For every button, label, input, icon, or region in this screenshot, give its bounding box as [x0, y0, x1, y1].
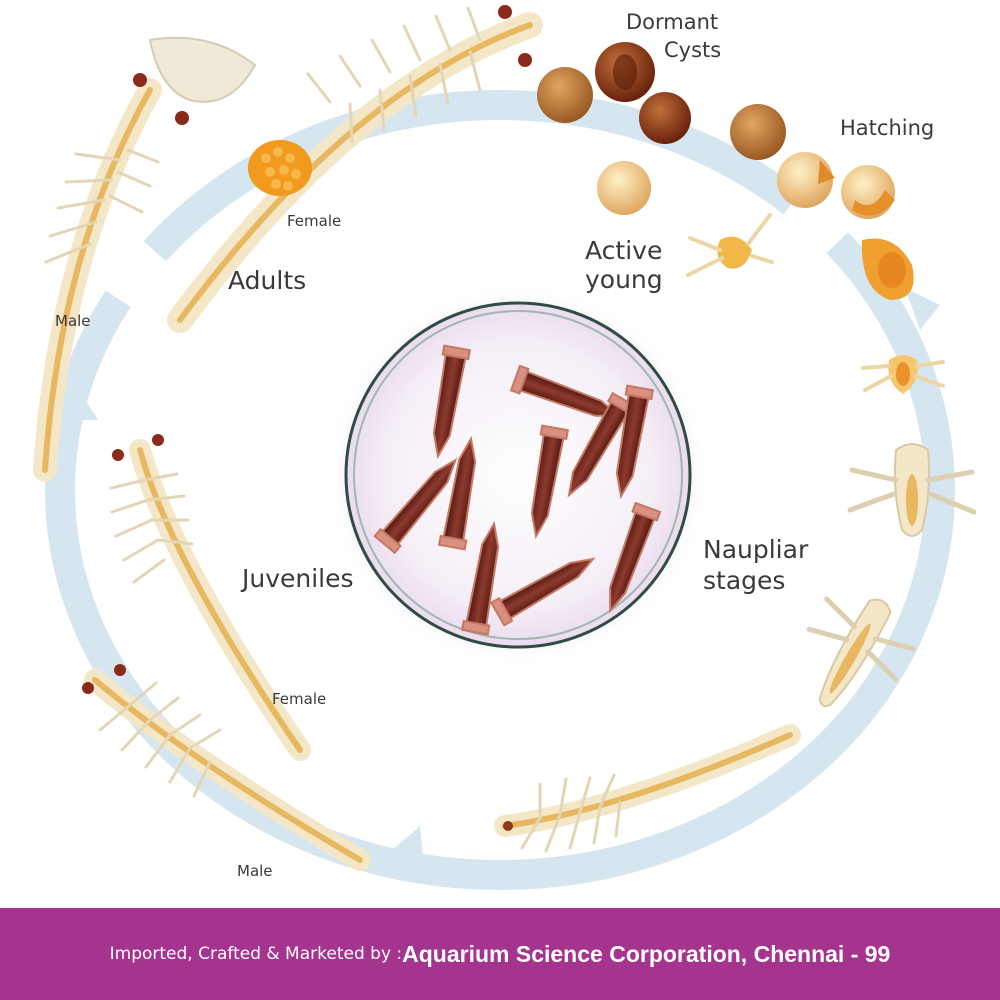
- active-young-label: Active young: [585, 236, 663, 294]
- hatching-sequence: [777, 152, 914, 300]
- naupliar-stages-label-line1: Naupliar: [703, 535, 809, 564]
- vial: [530, 424, 570, 540]
- vial: [373, 457, 458, 555]
- dormant-cysts-label-line1: Dormant: [626, 10, 719, 34]
- naupliar-stages-label: Naupliar stages: [703, 534, 808, 596]
- vial: [460, 520, 500, 636]
- female-juvenile-label: Female: [272, 690, 327, 708]
- lifecycle-illustration: [33, 5, 977, 890]
- footer-organization: Aquarium Science Corporation, Chennai - …: [402, 940, 891, 967]
- active-young-label-line2: young: [585, 265, 663, 294]
- active-young: [686, 213, 774, 277]
- hatching-label: Hatching: [840, 116, 935, 140]
- vial: [432, 344, 472, 460]
- naupliar-stages: [806, 355, 977, 708]
- juveniles-label: Juveniles: [242, 564, 354, 593]
- vial: [489, 557, 596, 627]
- active-young-label-line1: Active: [585, 236, 663, 265]
- footer-banner: Imported, Crafted & Marketed by : Aquari…: [0, 908, 1000, 1000]
- late-larva: [494, 724, 801, 853]
- dormant-cysts-label: Dormant Cysts: [626, 8, 721, 64]
- male-juvenile-label: Male: [237, 862, 273, 880]
- male-adult: [33, 36, 257, 482]
- adults-label: Adults: [228, 266, 307, 295]
- female-juvenile: [109, 434, 311, 761]
- naupliar-stages-label-line2: stages: [703, 566, 786, 595]
- male-adult-label: Male: [55, 312, 91, 330]
- vial: [609, 501, 662, 614]
- female-adult-label: Female: [287, 212, 342, 230]
- dormant-cysts-label-line2: Cysts: [664, 38, 722, 62]
- petri-dish: [328, 285, 708, 665]
- footer-prefix: Imported, Crafted & Marketed by :: [109, 944, 403, 964]
- lifecycle-arrow: [45, 90, 955, 890]
- vial: [437, 435, 477, 551]
- female-adult: [167, 5, 543, 333]
- male-juvenile: [82, 664, 371, 871]
- vial: [615, 384, 655, 500]
- dormant-cysts: [537, 42, 786, 215]
- vials: [373, 344, 662, 636]
